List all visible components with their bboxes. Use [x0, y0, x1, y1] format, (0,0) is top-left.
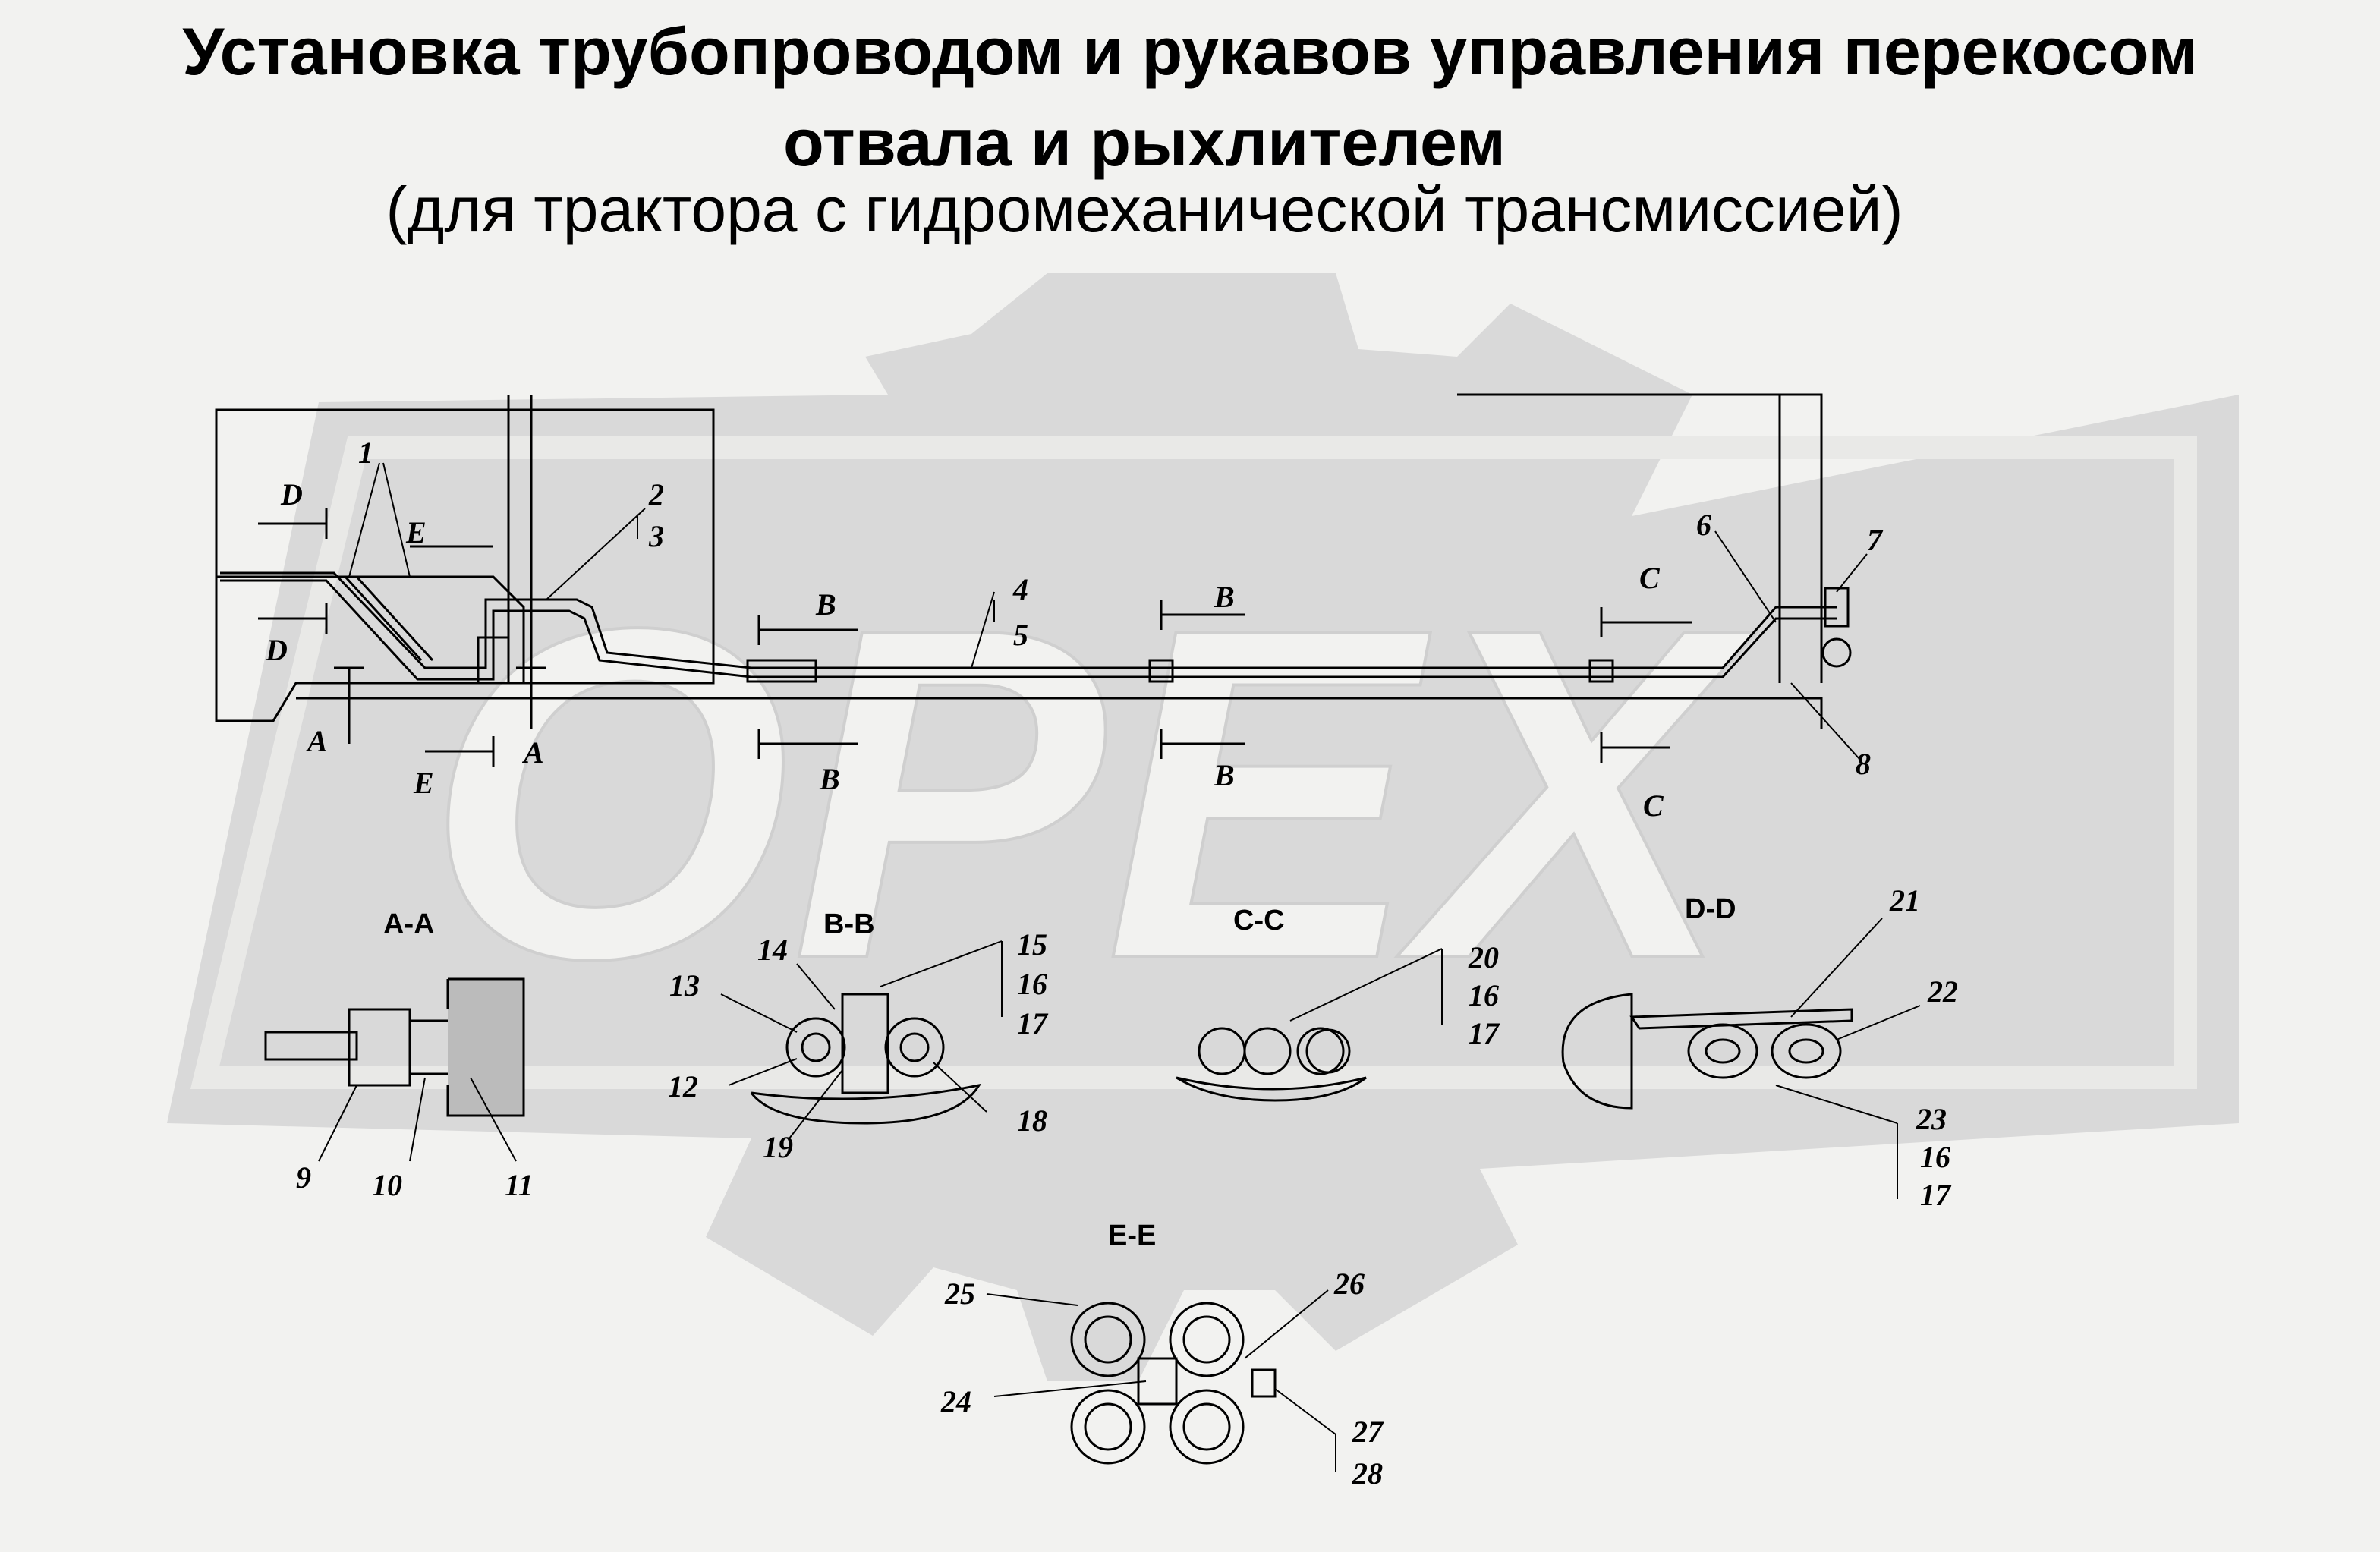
callout-3: 3	[648, 519, 664, 553]
cut-letter-c1: C	[1639, 561, 1661, 595]
callout-25: 25	[944, 1277, 975, 1311]
pipe-2	[220, 579, 1837, 681]
section-cc	[1176, 948, 1443, 1102]
pipe-3	[344, 575, 434, 662]
callout-26: 26	[1333, 1267, 1365, 1301]
cut-letter-a1: A	[305, 724, 328, 758]
callout-7: 7	[1867, 523, 1884, 557]
clamp-b2	[1148, 659, 1174, 683]
cut-letter-e1: E	[405, 515, 427, 549]
clamp-c	[1588, 659, 1614, 683]
callout-17a: 17	[1017, 1006, 1049, 1040]
section-label-ee: E-E	[1108, 1220, 1156, 1251]
watermark-text: OPEX	[425, 531, 1757, 1056]
callout-15: 15	[1017, 927, 1047, 962]
cut-marks	[258, 508, 1692, 767]
callout-12: 12	[668, 1069, 698, 1103]
callout-2: 2	[648, 477, 664, 512]
cut-letter-b2: B	[819, 762, 840, 796]
section-ee	[986, 1289, 1336, 1472]
section-label-bb: B-B	[823, 908, 875, 940]
callout-9: 9	[296, 1160, 311, 1195]
cab-outline	[215, 408, 715, 722]
callouts: 1 2 3 4 5 6 7 8 9 10 11 12 13 14 15 16 1…	[296, 436, 1958, 1491]
callout-16c: 16	[1920, 1140, 1950, 1174]
title-line-3: (для трактора с гидромеханической трансм…	[386, 174, 1903, 245]
cut-letter-b1: B	[815, 587, 836, 622]
callout-14: 14	[757, 933, 788, 967]
callout-6: 6	[1696, 508, 1711, 542]
frame-bottom	[296, 697, 1823, 729]
section-bb	[720, 940, 1003, 1139]
watermark: OPEX	[167, 273, 2239, 1381]
watermark-band	[190, 436, 2197, 1089]
section-label-dd: D-D	[1685, 893, 1736, 925]
callout-17b: 17	[1469, 1016, 1500, 1050]
callout-21: 21	[1889, 883, 1920, 918]
machine-frame	[215, 393, 1823, 729]
callout-18: 18	[1017, 1103, 1047, 1138]
callout-8: 8	[1856, 747, 1871, 781]
callout-19: 19	[763, 1130, 793, 1164]
callout-17c: 17	[1920, 1178, 1952, 1212]
cut-letter-b4: B	[1214, 758, 1235, 792]
callout-20: 20	[1468, 940, 1499, 974]
pipe-assembly	[220, 571, 1852, 685]
cut-letter-a2: A	[521, 735, 544, 770]
section-dd	[1561, 918, 1921, 1199]
callout-13: 13	[669, 968, 700, 1003]
callout-22: 22	[1927, 974, 1958, 1009]
callout-11: 11	[505, 1168, 534, 1202]
title-line-2: отвала и рыхлителем	[783, 105, 1506, 180]
callout-10: 10	[372, 1168, 402, 1202]
callout-24: 24	[940, 1384, 971, 1418]
pipe-1	[220, 571, 1837, 669]
callout-4: 4	[1012, 572, 1028, 606]
section-aa	[264, 977, 525, 1162]
clamp-b1	[746, 659, 817, 683]
cut-letter-c2: C	[1643, 789, 1664, 823]
rear-frame	[1457, 393, 1823, 683]
clamp-front	[477, 636, 510, 685]
cut-letter-e2: E	[413, 766, 434, 800]
callout-5: 5	[1013, 618, 1028, 652]
title-line-1: Установка трубопроводом и рукавов управл…	[182, 14, 2198, 89]
callout-28: 28	[1352, 1456, 1383, 1491]
cut-letter-d1: D	[280, 477, 303, 512]
callout-27: 27	[1352, 1415, 1384, 1449]
watermark-gear	[167, 273, 2239, 1381]
cab-post	[507, 395, 533, 683]
callout-23: 23	[1916, 1102, 1947, 1136]
cut-letter-b3: B	[1214, 580, 1235, 614]
rear-fitting	[1821, 637, 1852, 668]
callout-16a: 16	[1017, 967, 1047, 1001]
rear-bracket	[1824, 587, 1850, 628]
callout-16b: 16	[1469, 978, 1499, 1012]
leaders-main	[348, 462, 1868, 760]
section-label-cc: C-C	[1233, 905, 1285, 937]
cut-letter-d2: D	[265, 633, 288, 667]
callout-1: 1	[358, 436, 373, 470]
section-label-aa: A-A	[383, 908, 435, 940]
